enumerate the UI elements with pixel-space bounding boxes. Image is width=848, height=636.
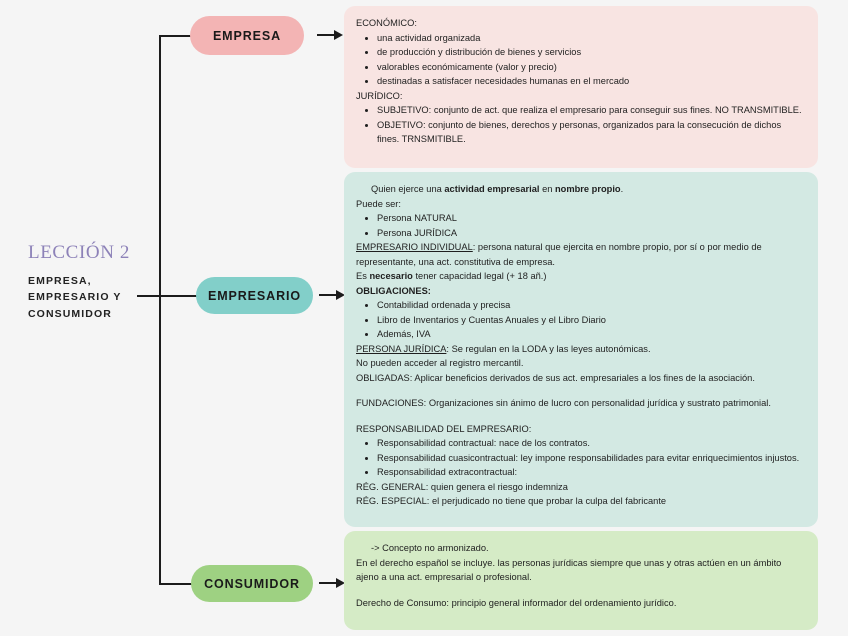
- connector-branch-consumidor: [159, 583, 202, 585]
- empresario-obligaciones-list: Contabilidad ordenada y precisa Libro de…: [356, 298, 804, 342]
- persona-juridica-text: : Se regulan en la LODA y las leyes auto…: [446, 343, 651, 354]
- empresario-obligaciones-heading: OBLIGACIONES:: [356, 284, 804, 299]
- empresario-individual-text: : persona natural que ejercita en nombre…: [356, 242, 762, 267]
- empresario-puede-ser: Puede ser:: [356, 198, 401, 209]
- consumidor-line-3: Derecho de Consumo: principio general in…: [356, 597, 677, 608]
- responsabilidad-list: Responsabilidad contractual: nace de los…: [356, 436, 804, 480]
- page-subtitle: EMPRESA, EMPRESARIO Y CONSUMIDOR: [28, 275, 122, 320]
- intro-bold-nombre: nombre propio: [555, 184, 621, 194]
- list-item: Responsabilidad extracontractual:: [377, 465, 804, 480]
- arrow-right-icon-empresario: [319, 290, 345, 300]
- empresario-individual: EMPRESARIO INDIVIDUAL: persona natural q…: [356, 240, 804, 269]
- intro-post: .: [620, 184, 624, 194]
- list-item: de producción y distribución de bienes y…: [377, 45, 804, 60]
- reg-especial: RÉG. ESPECIAL: el perjudicado no tiene q…: [356, 496, 667, 506]
- content-box-consumidor: -> Concepto no armonizado. En el derecho…: [344, 531, 818, 630]
- empresa-juridico-heading: JURÍDICO:: [356, 90, 403, 101]
- necesario-pre: Es: [356, 271, 370, 281]
- spacer: [356, 385, 804, 396]
- list-item: Además, IVA: [377, 327, 804, 342]
- spacer: [356, 411, 804, 422]
- empresario-puede-ser-list: Persona NATURAL Persona JURÍDICA: [356, 211, 804, 240]
- necesario-bold: necesario: [369, 271, 413, 281]
- arrow-right-icon-consumidor: [319, 578, 345, 588]
- reg-general: RÉG. GENERAL: quien genera el riesgo ind…: [356, 481, 568, 492]
- content-box-empresario: Quien ejerce una actividad empresarial e…: [344, 172, 818, 527]
- list-item: valorables económicamente (valor y preci…: [377, 60, 804, 75]
- node-consumidor[interactable]: CONSUMIDOR: [191, 565, 313, 602]
- node-empresario[interactable]: EMPRESARIO: [196, 277, 313, 314]
- list-item: SUBJETIVO: conjunto de act. que realiza …: [377, 103, 804, 118]
- list-item: una actividad organizada: [377, 31, 804, 46]
- title-block: LECCIÓN 2 EMPRESA, EMPRESARIO Y CONSUMID…: [28, 242, 146, 322]
- obligaciones-colon: :: [427, 285, 431, 296]
- intro-bold-actividad: actividad empresarial: [444, 184, 540, 194]
- intro-mid: en: [539, 184, 555, 194]
- list-item: Responsabilidad contractual: nace de los…: [377, 436, 804, 451]
- empresa-economico-list: una actividad organizada de producción y…: [356, 31, 804, 89]
- empresario-necesario: Es necesario tener capacidad legal (+ 18…: [356, 269, 804, 284]
- node-empresa[interactable]: EMPRESA: [190, 16, 304, 55]
- list-item: OBJETIVO: conjunto de bienes, derechos y…: [377, 118, 804, 147]
- list-item: Libro de Inventarios y Cuentas Anuales y…: [377, 313, 804, 328]
- empresa-economico-heading: ECONÓMICO:: [356, 18, 417, 28]
- connector-branch-empresa: [159, 35, 202, 37]
- persona-juridica-label: PERSONA JURÍDICA: [356, 343, 447, 354]
- spacer: [356, 585, 804, 596]
- empresa-juridico-list: SUBJETIVO: conjunto de act. que realiza …: [356, 103, 804, 147]
- connector-trunk: [159, 35, 161, 585]
- responsabilidad-heading: RESPONSABILIDAD DEL EMPRESARIO:: [356, 423, 532, 434]
- consumidor-line-2: En el derecho español se incluye. las pe…: [356, 557, 782, 583]
- list-item: Responsabilidad cuasicontractual: ley im…: [377, 451, 804, 466]
- page-title: LECCIÓN 2: [28, 242, 130, 263]
- fundaciones: FUNDACIONES: Organizaciones sin ánimo de…: [356, 398, 771, 408]
- empresario-intro: Quien ejerce una actividad empresarial e…: [356, 182, 804, 197]
- persona-juridica: PERSONA JURÍDICA: Se regulan en la LODA …: [356, 342, 804, 357]
- connector-branch-empresario: [137, 295, 209, 297]
- intro-pre: Quien ejerce una: [371, 184, 445, 194]
- obligaciones-label: OBLIGACIONES: [356, 285, 428, 296]
- consumidor-line-1: -> Concepto no armonizado.: [371, 543, 489, 553]
- necesario-post: tener capacidad legal (+ 18 añ.): [412, 271, 547, 281]
- list-item: destinadas a satisfacer necesidades huma…: [377, 74, 804, 89]
- persona-juridica-registro: No pueden acceder al registro mercantil.: [356, 358, 524, 368]
- list-item: Persona NATURAL: [377, 211, 804, 226]
- list-item: Persona JURÍDICA: [377, 226, 804, 241]
- arrow-right-icon-empresa: [317, 30, 343, 40]
- persona-juridica-obligadas: OBLIGADAS: Aplicar beneficios derivados …: [356, 372, 755, 383]
- list-item: Contabilidad ordenada y precisa: [377, 298, 804, 313]
- content-box-empresa: ECONÓMICO: una actividad organizada de p…: [344, 6, 818, 168]
- empresario-individual-label: EMPRESARIO INDIVIDUAL: [356, 242, 473, 252]
